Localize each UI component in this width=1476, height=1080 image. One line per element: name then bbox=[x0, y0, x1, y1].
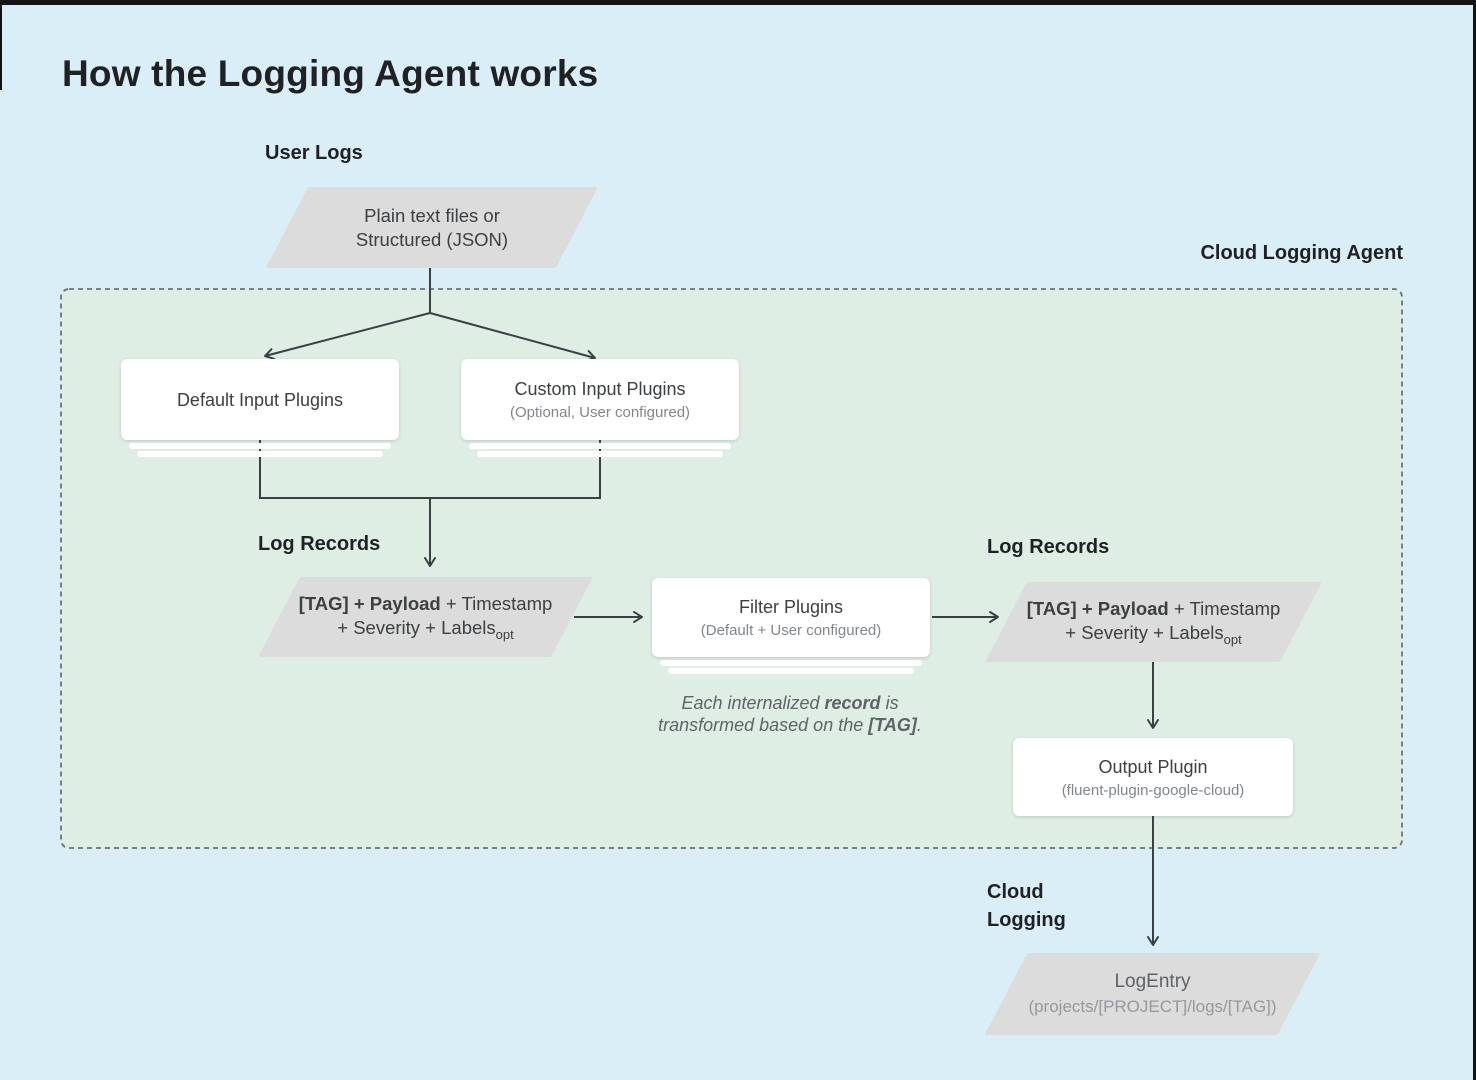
node-subtitle: (projects/[PROJECT]/logs/[TAG]) bbox=[1028, 997, 1277, 1016]
node-log-record-left: [TAG] + Payload + Timestamp + Severity +… bbox=[258, 577, 593, 657]
node-log-entry: LogEntry (projects/[PROJECT]/logs/[TAG]) bbox=[984, 953, 1321, 1035]
node-title: Filter Plugins bbox=[738, 597, 844, 617]
filter-note: Each internalized record is transformed … bbox=[658, 693, 922, 735]
node-subtitle: (Optional, User configured) bbox=[509, 404, 691, 421]
node-subtitle: (Default + User configured) bbox=[700, 622, 882, 639]
screen-edge-top bbox=[0, 0, 1476, 5]
node-custom-input-plugins: Custom Input Plugins (Optional, User con… bbox=[461, 359, 739, 440]
stacked-pages-decor bbox=[137, 451, 383, 457]
stacked-pages-decor bbox=[668, 668, 914, 674]
node-title: LogEntry bbox=[1114, 971, 1191, 992]
node-title: Custom Input Plugins bbox=[514, 379, 686, 399]
node-output-plugin: Output Plugin (fluent-plugin-google-clou… bbox=[1013, 738, 1293, 816]
node-user-input-line2: Structured (JSON) bbox=[355, 228, 509, 250]
node-log-record-right: [TAG] + Payload + Timestamp + Severity +… bbox=[985, 582, 1322, 662]
stacked-pages-decor bbox=[469, 443, 731, 449]
stacked-pages-decor bbox=[477, 451, 723, 457]
record-line2: + Severity + Labelsopt bbox=[1065, 622, 1242, 647]
node-default-input-plugins: Default Input Plugins bbox=[121, 359, 399, 440]
stacked-pages-decor bbox=[660, 660, 922, 666]
node-title: Output Plugin bbox=[1098, 756, 1208, 777]
record-line1: [TAG] + Payload + Timestamp bbox=[1026, 598, 1281, 619]
user-logs-label: User Logs bbox=[265, 142, 363, 164]
screen-edge-right bbox=[1473, 0, 1476, 1080]
page-title: How the Logging Agent works bbox=[62, 53, 599, 94]
stacked-pages-decor bbox=[129, 443, 391, 449]
record-line2: + Severity + Labelsopt bbox=[337, 617, 514, 642]
screen-edge-left bbox=[0, 0, 2, 90]
node-filter-plugins: Filter Plugins (Default + User configure… bbox=[652, 578, 930, 657]
cloud-logging-label: Cloud Logging bbox=[987, 881, 1066, 931]
cloud-logging-agent-label: Cloud Logging Agent bbox=[1200, 242, 1403, 264]
log-records-left-label: Log Records bbox=[258, 533, 381, 555]
log-records-right-label: Log Records bbox=[987, 536, 1110, 558]
node-subtitle: (fluent-plugin-google-cloud) bbox=[1061, 781, 1245, 799]
node-title: Default Input Plugins bbox=[176, 389, 344, 410]
record-line1: [TAG] + Payload + Timestamp bbox=[298, 593, 553, 614]
node-user-input-line1: Plain text files or bbox=[364, 204, 500, 226]
node-user-input: Plain text files or Structured (JSON) bbox=[265, 187, 599, 268]
